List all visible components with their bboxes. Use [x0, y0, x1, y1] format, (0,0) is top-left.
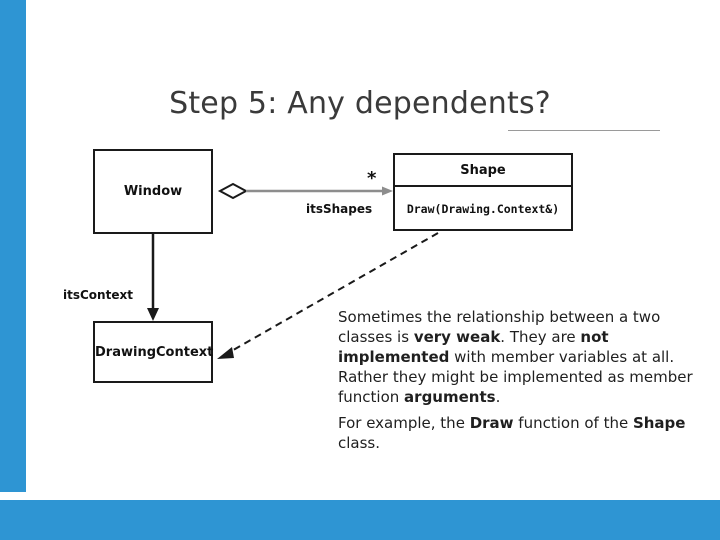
- p2-seg3: class.: [338, 433, 381, 452]
- p2-seg2: function of the: [513, 413, 633, 432]
- association-arrowhead-icon: [147, 308, 159, 321]
- uml-class-window-label: Window: [123, 184, 183, 199]
- p2-bold1: Draw: [469, 413, 514, 432]
- dependency-arrowhead-icon: [217, 347, 234, 359]
- aggregation-arrowhead-icon: [382, 186, 393, 196]
- p1-seg4: .: [495, 387, 501, 406]
- label-multiplicity-star: *: [367, 168, 377, 189]
- uml-class-window: Window: [93, 149, 213, 234]
- p2-seg1: For example, the: [338, 413, 470, 432]
- uml-class-shape-title-row: Shape: [395, 155, 571, 187]
- p1-bold1: very weak: [413, 327, 501, 346]
- p1-bold2: not implemented: [338, 327, 609, 366]
- p1-seg1: Sometimes the relationship between a two…: [338, 308, 661, 346]
- aggregation-diamond-icon: [217, 182, 249, 200]
- title-underline: [508, 130, 660, 131]
- uml-class-drawingcontext-label: DrawingContext: [95, 344, 214, 360]
- body-text-block: Sometimes the relationship between a two…: [338, 308, 698, 460]
- uml-class-shape: Shape Draw(Drawing.Context&): [393, 153, 573, 231]
- uml-connectors: [147, 182, 439, 359]
- p2-bold2: Shape: [632, 413, 686, 432]
- uml-class-drawingcontext: DrawingContext: [93, 321, 213, 383]
- label-its-shapes: itsShapes: [306, 202, 373, 216]
- uml-diagram: Window DrawingContext Shape Draw(Drawing…: [60, 140, 660, 420]
- bottom-band-white-gap: [0, 492, 720, 500]
- bottom-accent-band: [0, 492, 720, 540]
- uml-class-shape-operation: Draw(Drawing.Context&): [406, 202, 560, 216]
- uml-class-shape-label: Shape: [460, 162, 506, 178]
- p1-seg2: . They are: [500, 327, 581, 346]
- body-paragraph-1: Sometimes the relationship between a two…: [338, 308, 698, 408]
- p1-seg3: with member variables at all. Rather the…: [338, 347, 693, 406]
- dependency-line: [227, 232, 439, 354]
- label-its-context: itsContext: [63, 288, 133, 302]
- page-title: Step 5: Any dependents?: [169, 86, 551, 121]
- body-paragraph-2: For example, the Draw function of the Sh…: [338, 414, 698, 454]
- left-accent-bar: [0, 0, 26, 540]
- p1-bold3: arguments: [404, 387, 496, 406]
